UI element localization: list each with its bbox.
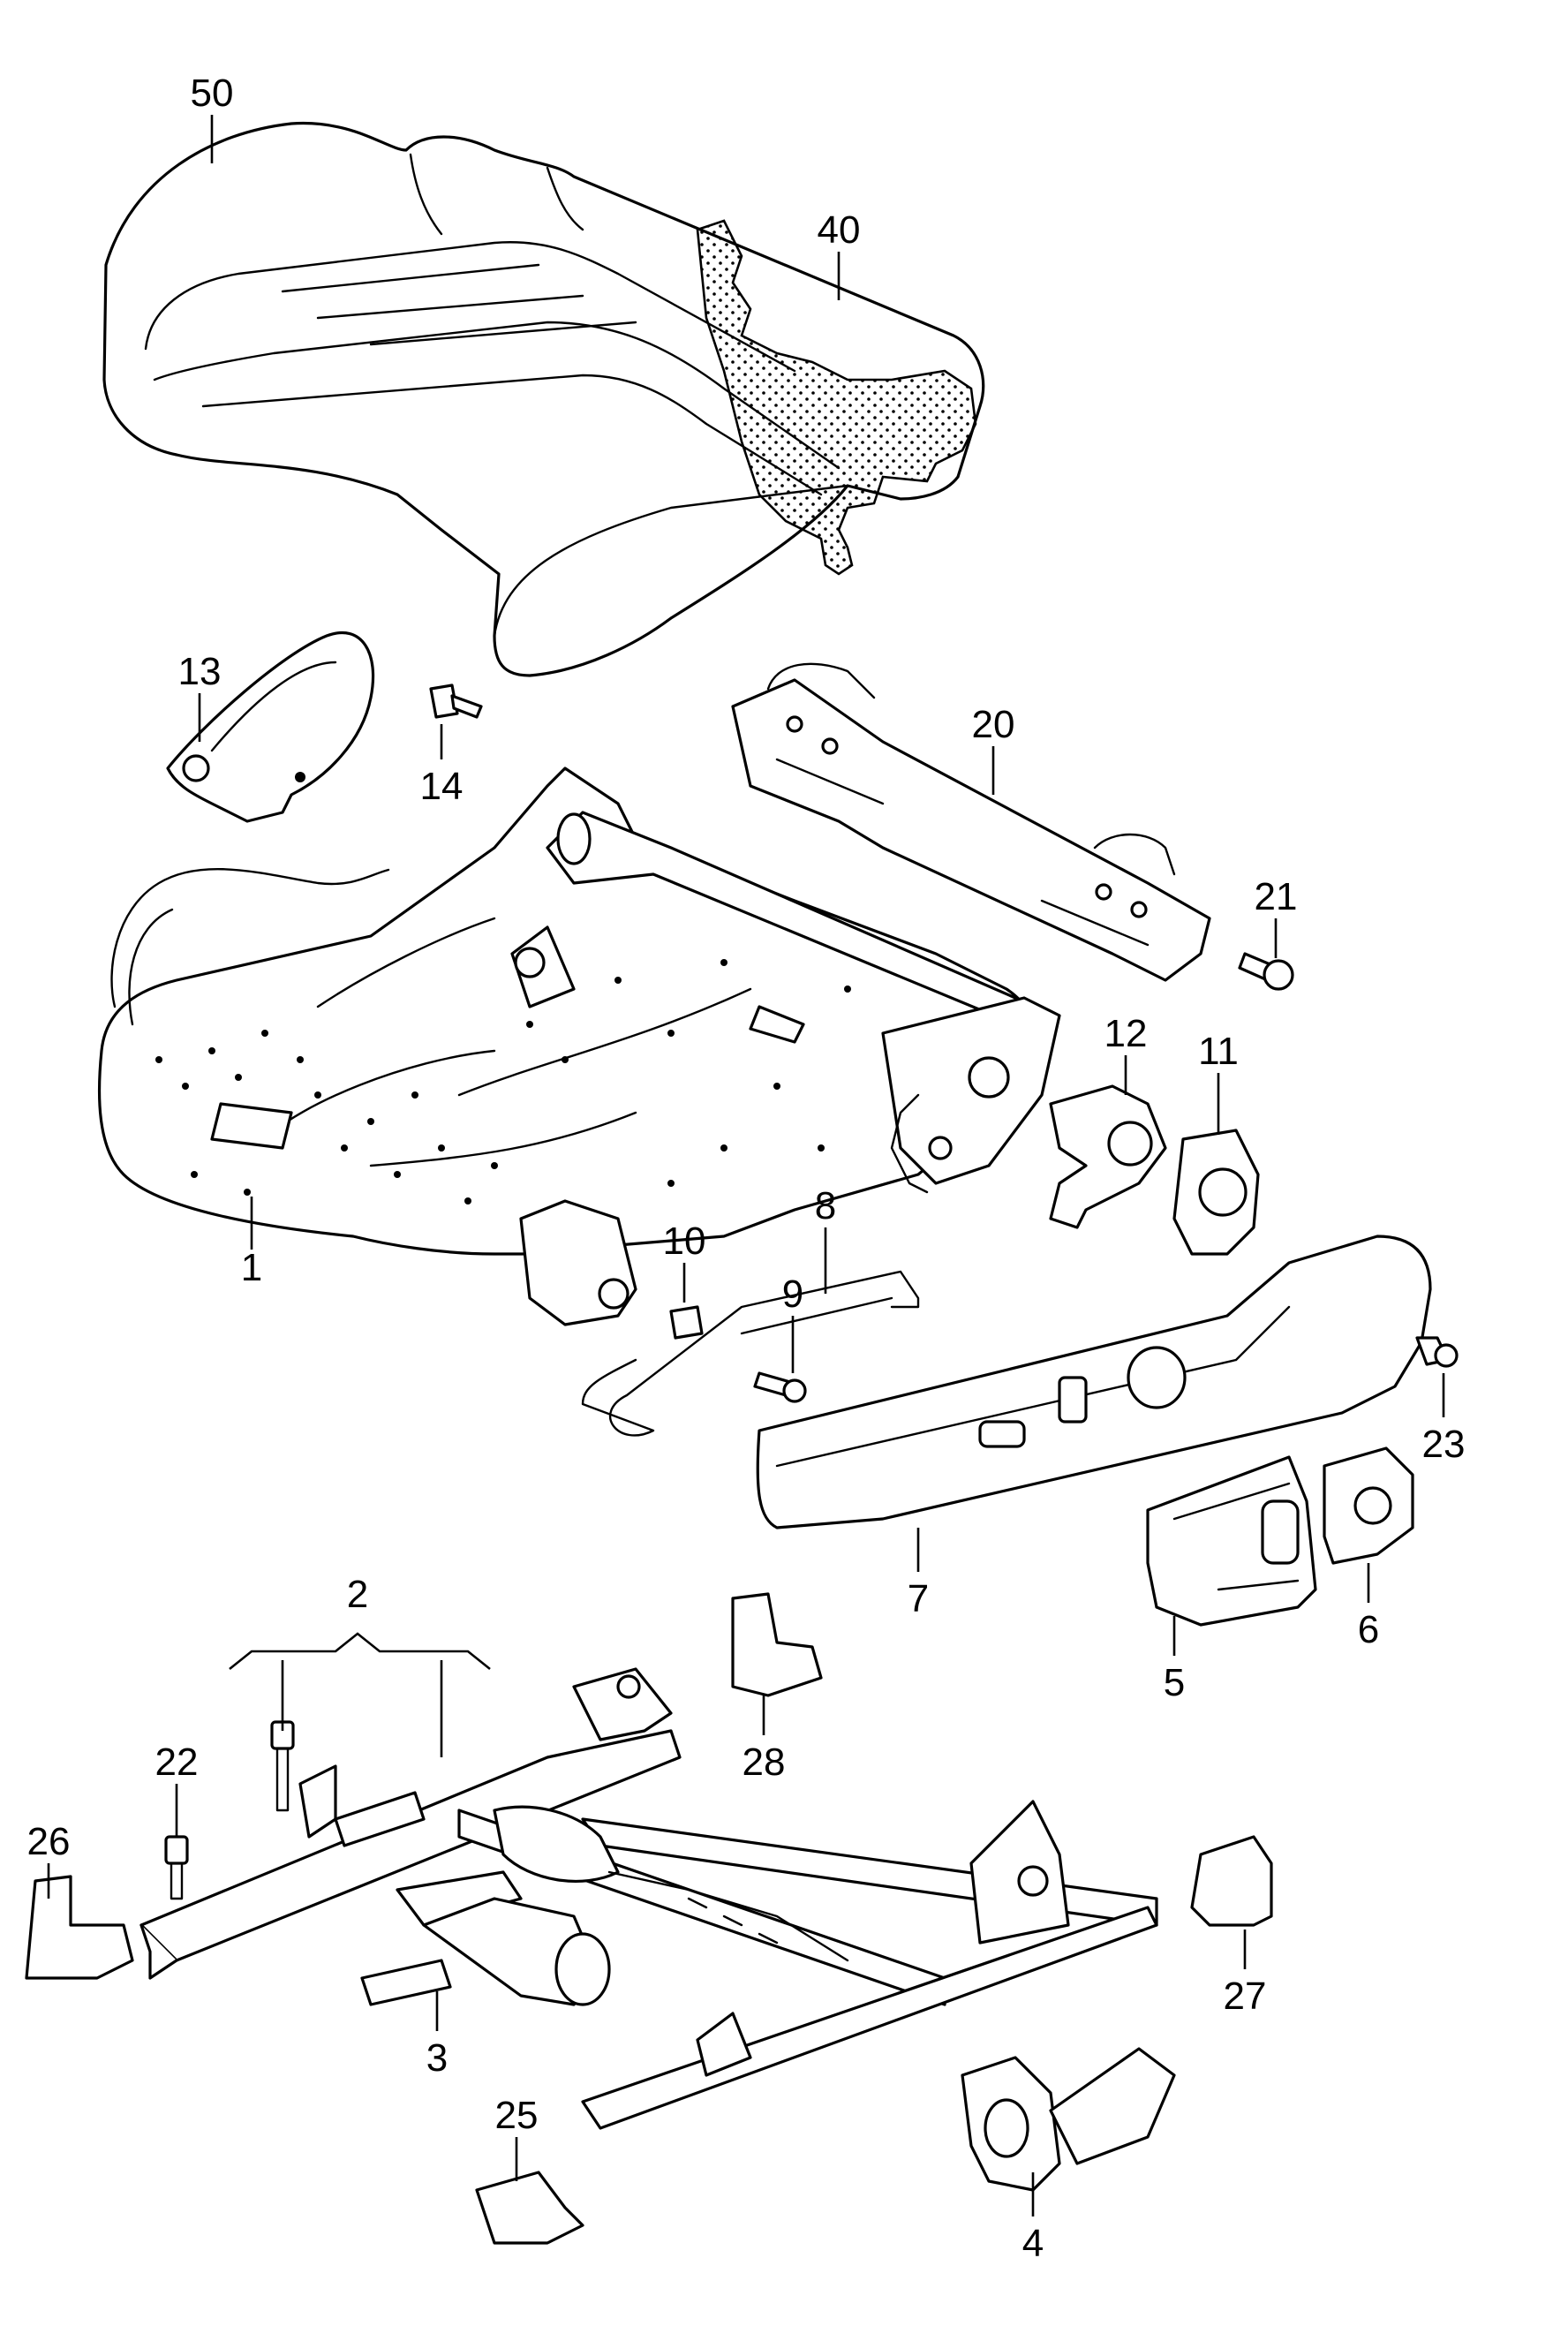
callout-28: 28 (743, 1741, 786, 1784)
part-3-motor[interactable] (360, 1870, 611, 2006)
part-50-seat-cover[interactable] (102, 121, 985, 677)
part-5-switch-unit[interactable] (1146, 1455, 1317, 1627)
callout-23: 23 (1422, 1423, 1466, 1466)
callout-20: 20 (972, 703, 1015, 746)
part-13-side-trim[interactable] (166, 631, 375, 823)
part-22-bolt[interactable] (164, 1835, 189, 1900)
callout-10: 10 (663, 1220, 706, 1263)
callout-50: 50 (191, 72, 234, 115)
callout-labels: 50 40 13 14 20 21 12 11 8 10 9 1 23 7 5 … (27, 72, 1466, 2265)
callout-27: 27 (1224, 1975, 1267, 2018)
part-27-cover[interactable] (1190, 1835, 1273, 1927)
part-1-seat-frame[interactable] (97, 767, 1061, 1326)
callout-14: 14 (420, 765, 464, 808)
part-9-screw[interactable] (753, 1371, 807, 1403)
callout-1: 1 (241, 1246, 262, 1289)
part-26-cover[interactable] (25, 1875, 134, 1980)
callout-8: 8 (815, 1184, 836, 1227)
part-10-clip[interactable] (669, 1305, 704, 1340)
part-7-side-panel[interactable] (756, 1235, 1432, 1529)
part-11-cover-disc[interactable] (1172, 1129, 1260, 1256)
part-23-clip[interactable] (1415, 1336, 1459, 1368)
callout-9: 9 (782, 1273, 803, 1316)
leader-lines (47, 115, 1445, 2216)
part-4-motor[interactable] (961, 2047, 1176, 2192)
part-21-screw[interactable] (1238, 952, 1294, 991)
frame-holes (155, 959, 851, 1205)
part-28-cover[interactable] (731, 1592, 823, 1697)
callout-12: 12 (1104, 1012, 1148, 1055)
callout-22: 22 (155, 1741, 199, 1784)
part-14-bolt[interactable] (429, 683, 483, 719)
callout-5: 5 (1164, 1661, 1185, 1704)
callout-26: 26 (27, 1820, 71, 1863)
part-22-bolt-upper[interactable] (270, 1720, 295, 1812)
callout-11: 11 (1198, 1030, 1239, 1073)
part-20-side-bracket[interactable] (731, 662, 1211, 982)
callout-6: 6 (1358, 1608, 1379, 1651)
callout-7: 7 (908, 1577, 929, 1620)
callout-21: 21 (1255, 875, 1298, 918)
callout-4: 4 (1022, 2222, 1044, 2265)
callout-13: 13 (178, 650, 222, 693)
part-6-small-switch[interactable] (1323, 1446, 1414, 1565)
part-40-seat-foam[interactable] (696, 219, 977, 576)
callout-3: 3 (426, 2036, 448, 2080)
callout-25: 25 (495, 2094, 539, 2137)
callout-40: 40 (818, 208, 861, 252)
callout-2: 2 (347, 1573, 368, 1616)
part-2-seat-rails[interactable] (139, 1667, 1158, 2130)
part-25-cover[interactable] (475, 2171, 584, 2245)
part-12-recliner-plate[interactable] (1049, 1084, 1167, 1229)
part-8-wire-bracket[interactable] (581, 1270, 920, 1437)
